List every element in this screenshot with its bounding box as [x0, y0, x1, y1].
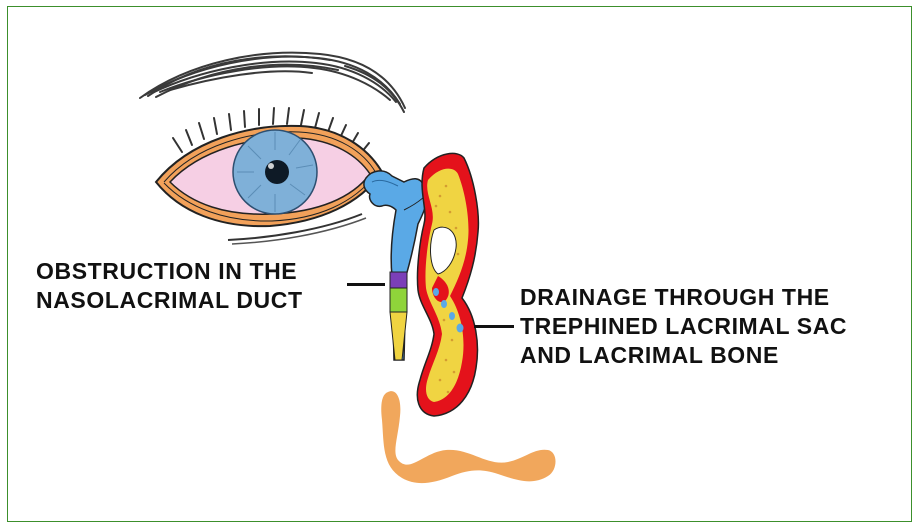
drainage-label-line-3: AND LACRIMAL BONE [520, 341, 847, 370]
obstructed-duct-segment [390, 288, 407, 312]
drainage-label: DRAINAGE THROUGH THE TREPHINED LACRIMAL … [520, 283, 847, 370]
obstruction-pointer-line [347, 283, 385, 286]
obstruction-label-line-2: NASOLACRIMAL DUCT [36, 286, 303, 315]
eyebrow [140, 53, 405, 112]
pupil [265, 160, 289, 184]
nasal-concha [381, 391, 555, 483]
obstruction-label: OBSTRUCTION IN THE NASOLACRIMAL DUCT [36, 257, 303, 315]
drainage-pointer-line [474, 325, 514, 328]
eye [156, 126, 382, 244]
lacrimal-bone-and-mucosa [417, 153, 478, 416]
drainage-label-line-1: DRAINAGE THROUGH THE [520, 283, 847, 312]
drainage-label-line-2: TREPHINED LACRIMAL SAC [520, 312, 847, 341]
obstruction-label-line-1: OBSTRUCTION IN THE [36, 257, 303, 286]
obstruction-segment [390, 272, 407, 288]
